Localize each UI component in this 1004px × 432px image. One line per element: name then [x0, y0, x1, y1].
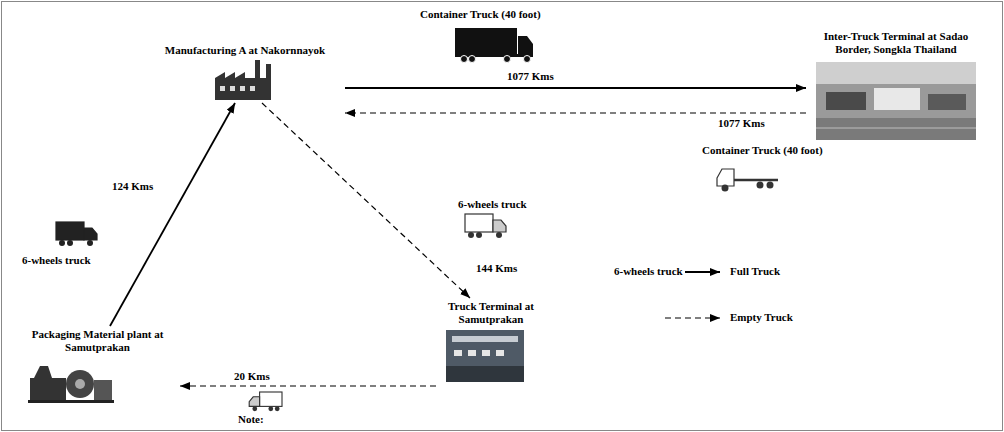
empty-truck-route [180, 385, 436, 386]
distance-label: 1077 Kms [505, 70, 556, 83]
location-name: Packaging Material plant at Samutprakan [19, 328, 176, 354]
terminal-photo [816, 62, 976, 140]
location-name: Manufacturing A at Nakornnayok [149, 44, 341, 57]
legend-sample [665, 317, 720, 318]
factory-icon [215, 60, 271, 100]
empty-truck-route [345, 112, 806, 113]
location-node: Truck Terminal at Samutprakan [436, 298, 546, 396]
six-wheel-truck-icon [56, 222, 97, 246]
container-truck-icon [717, 169, 778, 192]
location-node: Packaging Material plant at Samutprakan [15, 326, 180, 406]
location-name: Inter-Truck Terminal at Sadao Border, So… [810, 30, 982, 56]
full-truck-route [110, 103, 235, 326]
vehicle-label: Note: [236, 413, 266, 426]
empty-truck-route [262, 103, 470, 298]
six-wheel-truck-icon [465, 214, 506, 238]
vehicle-label: 6-wheels truck [20, 254, 93, 267]
legend-text: Empty Truck [728, 311, 795, 324]
distance-label: 124 Kms [110, 180, 155, 193]
full-truck-route [345, 87, 806, 89]
six-wheel-truck-icon [249, 392, 282, 411]
distance-label: 1077 Kms [716, 117, 767, 130]
vehicle-label: Container Truck (40 foot) [700, 144, 825, 157]
location-name: Truck Terminal at Samutprakan [440, 300, 542, 326]
vehicle-label: Container Truck (40 foot) [418, 8, 543, 21]
location-node: Manufacturing A at Nakornnayok [145, 42, 345, 103]
distance-label: 20 Kms [232, 370, 272, 383]
distance-label: 144 Kms [474, 262, 519, 275]
terminal-photo [446, 330, 524, 382]
packaging-plant-icon [28, 366, 114, 403]
legend-text: Full Truck [728, 265, 782, 278]
container-truck-icon [455, 28, 533, 63]
location-node: Inter-Truck Terminal at Sadao Border, So… [806, 28, 986, 142]
vehicle-label: 6-wheels truck [612, 265, 685, 278]
vehicle-label: 6-wheels truck [456, 198, 529, 211]
